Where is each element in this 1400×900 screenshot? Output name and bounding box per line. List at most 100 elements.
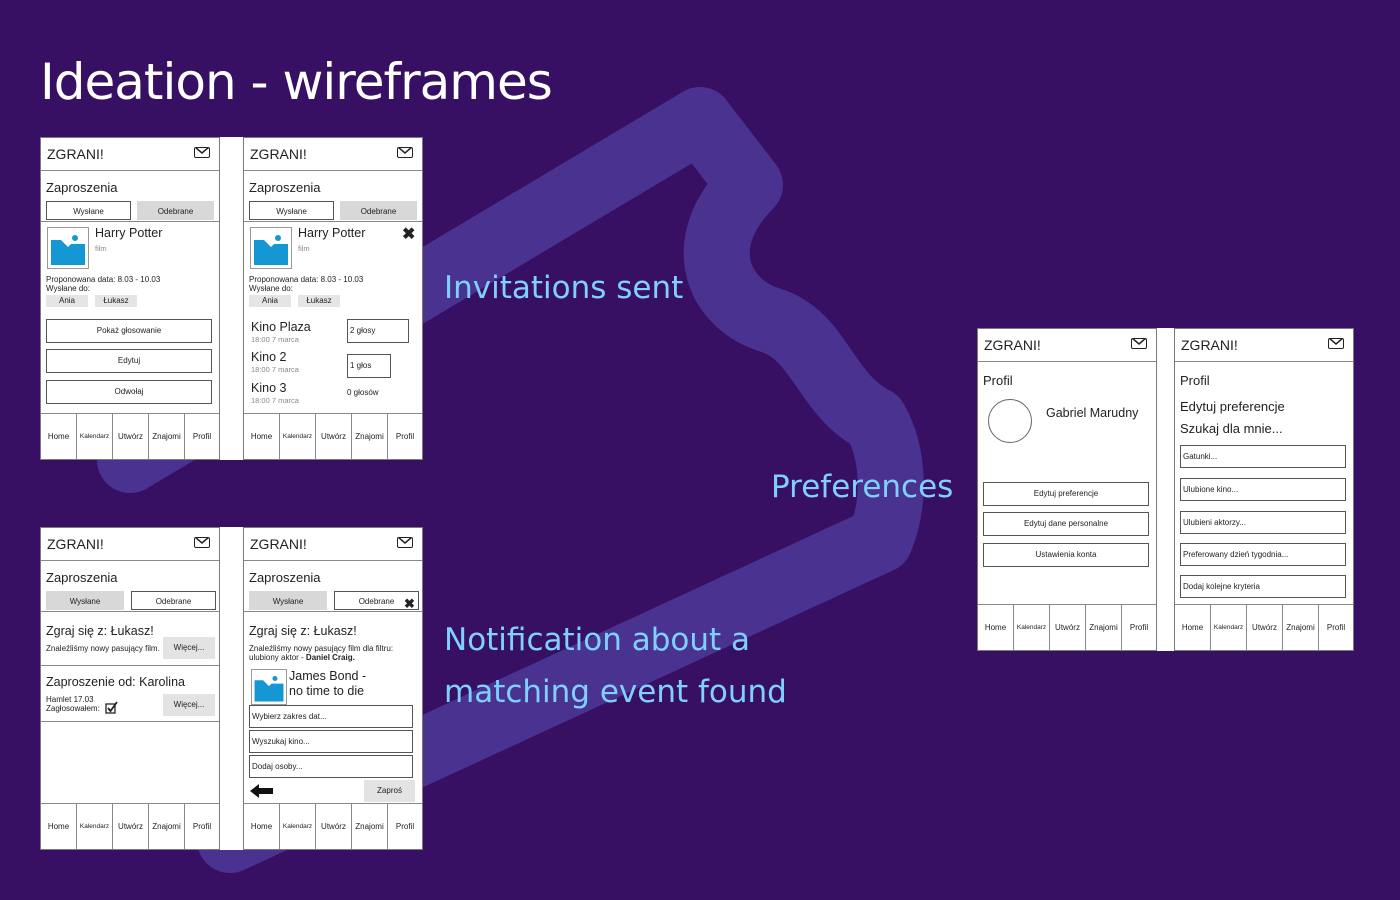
- nav-profile[interactable]: Profil: [395, 432, 415, 441]
- add-criteria-input[interactable]: Dodaj kolejne kryteria: [1180, 575, 1346, 598]
- tab-sent[interactable]: Wysłane: [249, 201, 334, 220]
- app-name: ZGRANI!: [984, 337, 1041, 353]
- user-name: Gabriel Marudny: [1046, 406, 1139, 420]
- nav-calendar[interactable]: Kalendarz: [280, 804, 316, 849]
- edit-personal-data-button[interactable]: Edytuj dane personalne: [983, 512, 1149, 536]
- cinema-search-input[interactable]: Wyszukaj kino...: [249, 730, 413, 753]
- cinema-time: 18:00 7 marca: [251, 365, 299, 374]
- nav-home[interactable]: Home: [41, 414, 77, 459]
- cinema-name: Kino 2: [251, 350, 287, 364]
- cancel-invitation-button[interactable]: Odwołaj: [46, 380, 212, 404]
- app-name: ZGRANI!: [47, 146, 104, 162]
- invitation-heading: Zaproszenie od: Karolina: [46, 675, 185, 689]
- envelope-icon[interactable]: [194, 537, 210, 548]
- voted-label: Zagłosowałem:: [46, 704, 100, 713]
- invitation-event: Hamlet 17.03: [46, 695, 94, 704]
- nav-create[interactable]: Utwórz: [316, 414, 352, 459]
- bottom-nav: Home Kalendarz Utwórz Znajomi Profil: [978, 604, 1156, 650]
- tab-sent[interactable]: Wysłane: [249, 591, 327, 610]
- actor-name: Daniel Craig.: [305, 653, 355, 662]
- nav-create[interactable]: Utwórz: [113, 804, 149, 849]
- tab-sent[interactable]: Wysłane: [46, 591, 124, 610]
- more-button[interactable]: Więcej...: [163, 694, 215, 716]
- envelope-icon[interactable]: [194, 147, 210, 158]
- edit-button[interactable]: Edytuj: [46, 349, 212, 373]
- tab-sent[interactable]: Wysłane: [46, 201, 131, 220]
- nav-friends[interactable]: Znajomi: [352, 414, 388, 459]
- movie-type: film: [298, 244, 310, 253]
- nav-create[interactable]: Utwórz: [1247, 605, 1283, 650]
- nav-calendar[interactable]: Kalendarz: [1211, 605, 1247, 650]
- app-name: ZGRANI!: [250, 146, 307, 162]
- filter-prefix: ulubiony aktor -: [249, 653, 306, 662]
- tab-received[interactable]: Odebrane: [340, 201, 417, 220]
- caption-preferences: Preferences: [771, 469, 954, 505]
- nav-friends[interactable]: Znajomi: [149, 414, 185, 459]
- preferred-day-input[interactable]: Preferowany dzień tygodnia...: [1180, 543, 1346, 566]
- frame-connector: [218, 137, 245, 460]
- envelope-icon[interactable]: [397, 147, 413, 158]
- nav-create[interactable]: Utwórz: [316, 804, 352, 849]
- nav-home[interactable]: Home: [244, 414, 280, 459]
- edit-preferences-title: Edytuj preferencje: [1180, 399, 1285, 414]
- nav-friends[interactable]: Znajomi: [1086, 605, 1122, 650]
- vote-count-box[interactable]: 1 głos: [347, 354, 391, 378]
- nav-home[interactable]: Home: [1175, 605, 1211, 650]
- invite-button[interactable]: Zaproś: [364, 780, 415, 802]
- nav-create[interactable]: Utwórz: [113, 414, 149, 459]
- app-header: ZGRANI!: [244, 138, 422, 171]
- envelope-icon[interactable]: [397, 537, 413, 548]
- nav-friends[interactable]: Znajomi: [149, 804, 185, 849]
- person-chip: Ania: [249, 295, 291, 307]
- nav-home[interactable]: Home: [978, 605, 1014, 650]
- nav-calendar[interactable]: Kalendarz: [77, 414, 113, 459]
- wireframe-edit-preferences: ZGRANI! Profil Edytuj preferencje Szukaj…: [1174, 328, 1354, 651]
- nav-profile[interactable]: Profil: [1326, 623, 1346, 632]
- nav-calendar[interactable]: Kalendarz: [77, 804, 113, 849]
- nav-create[interactable]: Utwórz: [1050, 605, 1086, 650]
- favorite-actors-input[interactable]: Ulubieni aktorzy...: [1180, 511, 1346, 534]
- envelope-icon[interactable]: [1328, 338, 1344, 349]
- vote-count-box[interactable]: 2 głosy: [347, 319, 409, 343]
- nav-calendar[interactable]: Kalendarz: [1014, 605, 1050, 650]
- nav-friends[interactable]: Znajomi: [352, 804, 388, 849]
- close-icon[interactable]: ✖: [402, 226, 416, 243]
- notification-heading: Zgraj się z: Łukasz!: [46, 624, 154, 638]
- notification-description: Znaleźliśmy nowy pasujący film.: [46, 644, 160, 653]
- tab-received[interactable]: Odebrane: [131, 591, 216, 610]
- section-title: Zaproszenia: [249, 570, 321, 585]
- envelope-icon[interactable]: [1131, 338, 1147, 349]
- date-range-input[interactable]: Wybierz zakres dat...: [249, 705, 413, 728]
- account-settings-button[interactable]: Ustawienia konta: [983, 543, 1149, 567]
- add-people-input[interactable]: Dodaj osoby...: [249, 755, 413, 778]
- edit-preferences-button[interactable]: Edytuj preferencje: [983, 482, 1149, 506]
- show-voting-button[interactable]: Pokaż głosowanie: [46, 319, 212, 343]
- close-icon[interactable]: ✖: [404, 596, 415, 611]
- tab-received[interactable]: Odebrane: [137, 201, 214, 220]
- section-title: Zaproszenia: [46, 180, 118, 195]
- nav-calendar[interactable]: Kalendarz: [280, 414, 316, 459]
- tab-received[interactable]: Odebrane: [334, 591, 419, 610]
- section-title: Profil: [983, 373, 1013, 388]
- nav-profile[interactable]: Profil: [192, 822, 212, 831]
- back-arrow-icon[interactable]: [250, 783, 274, 799]
- nav-home[interactable]: Home: [41, 804, 77, 849]
- favorite-cinema-input[interactable]: Ulubione kino...: [1180, 478, 1346, 501]
- nav-home[interactable]: Home: [244, 804, 280, 849]
- nav-profile[interactable]: Profil: [395, 822, 415, 831]
- nav-profile[interactable]: Profil: [192, 432, 212, 441]
- more-button[interactable]: Więcej...: [163, 637, 215, 659]
- person-chip: Łukasz: [298, 295, 340, 307]
- filter-description-actor: ulubiony aktor - Daniel Craig.: [249, 653, 355, 662]
- nav-profile[interactable]: Profil: [1129, 623, 1149, 632]
- checkbox-checked-icon[interactable]: [105, 701, 118, 714]
- app-header: ZGRANI!: [244, 528, 422, 561]
- genres-input[interactable]: Gatunki...: [1180, 445, 1346, 468]
- nav-friends[interactable]: Znajomi: [1283, 605, 1319, 650]
- avatar-circle: [988, 399, 1032, 443]
- divider: [41, 221, 219, 222]
- movie-title: Harry Potter: [95, 226, 163, 240]
- app-header: ZGRANI!: [1175, 329, 1353, 362]
- wireframe-invitations-sent: ZGRANI! Zaproszenia Wysłane Odebrane Har…: [40, 137, 220, 460]
- divider: [41, 721, 219, 722]
